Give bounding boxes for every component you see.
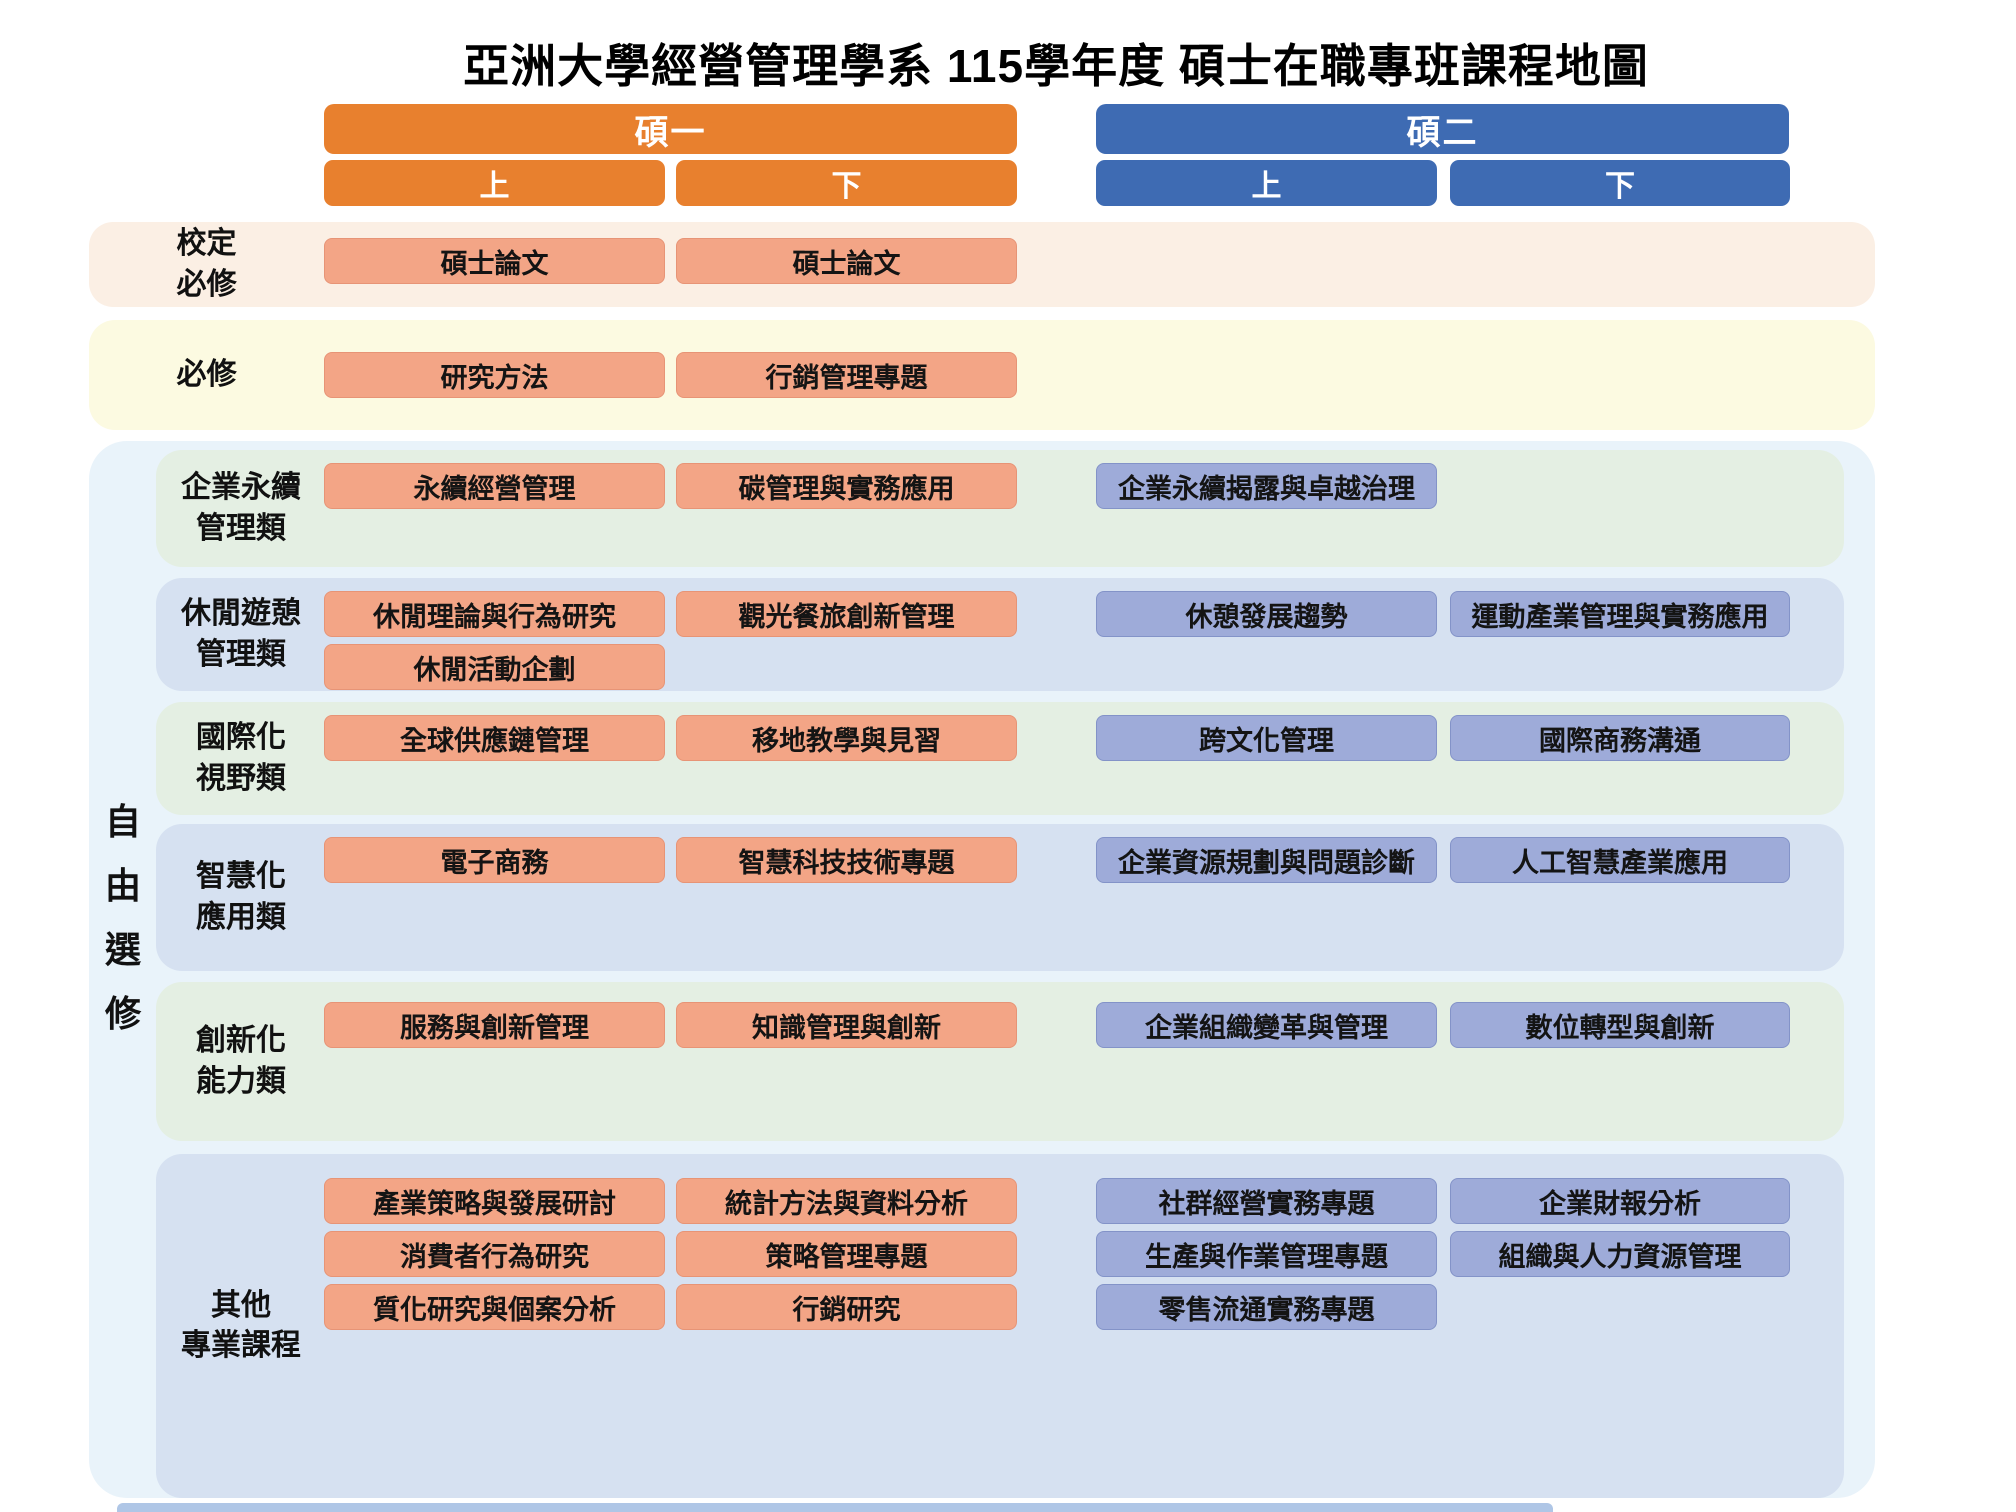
course-chip: 數位轉型與創新 — [1450, 1002, 1790, 1048]
category-label-leisure: 休閒遊憩管理類 — [181, 597, 301, 671]
category-label-smart: 智慧化應用類 — [196, 860, 286, 934]
course-chip: 休閒活動企劃 — [324, 644, 665, 690]
free-elective-label: 自由選修 — [89, 441, 157, 1498]
page-title: 亞洲大學經營管理學系 115學年度 碩士在職專班課程地圖 — [463, 40, 1649, 92]
row-label-required: 必修 — [176, 357, 237, 391]
course-chip: 生產與作業管理專題 — [1096, 1231, 1437, 1277]
category-label-international: 國際化視野類 — [196, 721, 286, 795]
course-chip: 碳管理與實務應用 — [676, 463, 1017, 509]
course-chip: 統計方法與資料分析 — [676, 1178, 1017, 1224]
course-chip: 企業資源規劃與問題診斷 — [1096, 837, 1437, 883]
course-chip: 永續經營管理 — [324, 463, 665, 509]
course-chip: 企業永續揭露與卓越治理 — [1096, 463, 1437, 509]
row-label-school-required: 校定必修 — [176, 227, 237, 301]
course-chip: 企業組織變革與管理 — [1096, 1002, 1437, 1048]
free-elective-label-char: 自 — [104, 800, 141, 842]
header-year1-lower-semester: 下 — [676, 160, 1017, 206]
course-chip: 知識管理與創新 — [676, 1002, 1017, 1048]
course-chip: 休閒理論與行為研究 — [324, 591, 665, 637]
header-year2: 碩二 — [1096, 104, 1789, 154]
free-elective-label-char: 修 — [104, 992, 141, 1034]
course-chip: 企業財報分析 — [1450, 1178, 1790, 1224]
course-chip: 質化研究與個案分析 — [324, 1284, 665, 1330]
category-label-innovation: 創新化能力類 — [196, 1024, 286, 1098]
free-elective-label-char: 選 — [104, 928, 141, 970]
free-elective-label-char: 由 — [104, 864, 141, 906]
course-chip: 策略管理專題 — [676, 1231, 1017, 1277]
header-year2-lower-semester: 下 — [1450, 160, 1790, 206]
category-label-others: 其他專業課程 — [181, 1288, 301, 1362]
course-chip: 零售流通實務專題 — [1096, 1284, 1437, 1330]
course-chip: 人工智慧產業應用 — [1450, 837, 1790, 883]
course-chip: 智慧科技技術專題 — [676, 837, 1017, 883]
bottom-partial-bar — [117, 1503, 1553, 1512]
course-chip: 移地教學與見習 — [676, 715, 1017, 761]
course-chip: 消費者行為研究 — [324, 1231, 665, 1277]
course-chip: 運動產業管理與實務應用 — [1450, 591, 1790, 637]
course-chip: 組織與人力資源管理 — [1450, 1231, 1790, 1277]
course-chip: 社群經營實務專題 — [1096, 1178, 1437, 1224]
course-chip: 跨文化管理 — [1096, 715, 1437, 761]
course-chip: 研究方法 — [324, 352, 665, 398]
course-chip: 觀光餐旅創新管理 — [676, 591, 1017, 637]
header-year1: 碩一 — [324, 104, 1017, 154]
course-chip: 電子商務 — [324, 837, 665, 883]
course-chip: 行銷研究 — [676, 1284, 1017, 1330]
header-year2-upper-semester: 上 — [1096, 160, 1437, 206]
course-chip: 碩士論文 — [676, 238, 1017, 284]
course-chip: 行銷管理專題 — [676, 352, 1017, 398]
category-label-sustainability: 企業永續管理類 — [181, 471, 301, 545]
course-chip: 服務與創新管理 — [324, 1002, 665, 1048]
header-year1-upper-semester: 上 — [324, 160, 665, 206]
course-chip: 全球供應鏈管理 — [324, 715, 665, 761]
course-chip: 國際商務溝通 — [1450, 715, 1790, 761]
course-chip: 碩士論文 — [324, 238, 665, 284]
course-chip: 產業策略與發展研討 — [324, 1178, 665, 1224]
course-chip: 休憩發展趨勢 — [1096, 591, 1437, 637]
